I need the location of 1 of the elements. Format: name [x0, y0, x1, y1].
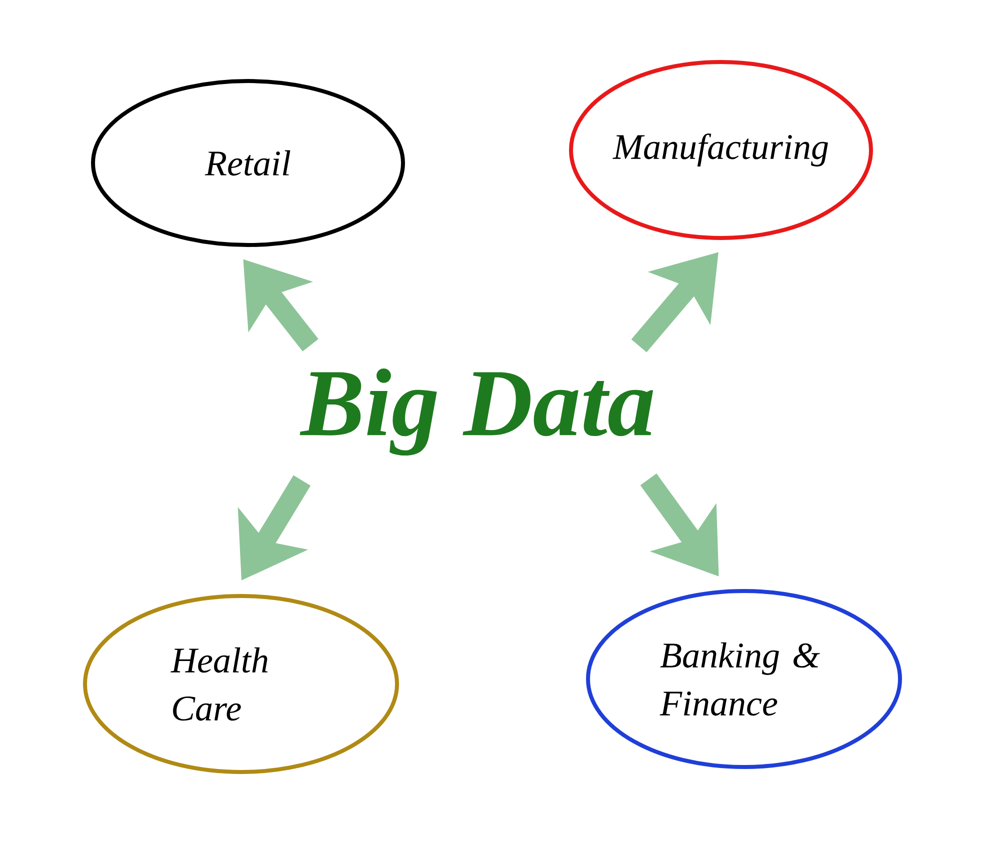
central-label: Big Data	[300, 368, 654, 456]
